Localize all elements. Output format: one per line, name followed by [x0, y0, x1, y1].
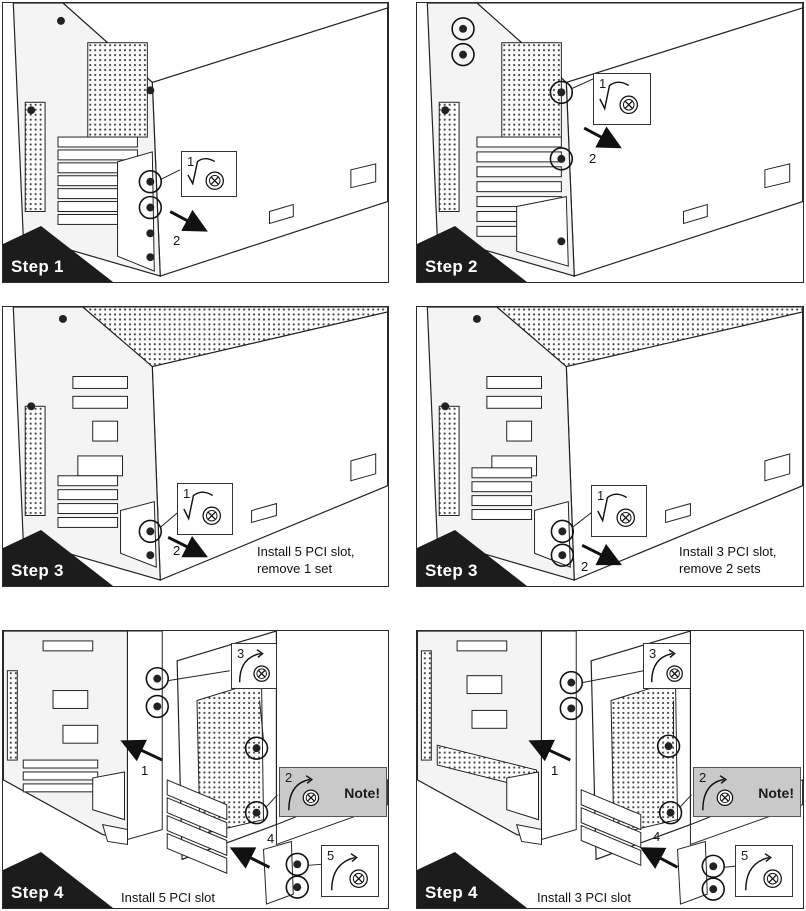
step-label: Step 4 [11, 883, 64, 902]
step-label: Step 4 [425, 883, 478, 902]
panel-step-2: 2 1 Step 2 [416, 2, 804, 283]
arrow-number: 2 [589, 151, 597, 166]
screw-loosen-icon [183, 491, 222, 526]
screw-tighten-icon [650, 649, 683, 683]
case-illustration [12, 307, 388, 581]
note-callout-box: 2 Note! [279, 767, 387, 817]
step-tag: Step 4 [3, 852, 113, 908]
step-label: Step 3 [11, 561, 64, 580]
callout-number: 5 [327, 848, 335, 863]
screw-tighten-icon [745, 853, 782, 891]
step-caption: Install 5 PCI slot, remove 1 set [257, 544, 355, 576]
callout-box: 5 [321, 845, 379, 897]
callout-box: 5 [735, 845, 793, 897]
step-caption: Install 3 PCI slot, remove 2 sets [679, 544, 777, 576]
screw-loosen-icon [599, 81, 639, 115]
screw-tighten-icon [702, 775, 734, 811]
step-caption: Install 5 PCI slot [121, 890, 215, 905]
callout-number: 5 [741, 848, 749, 863]
callout-number: 3 [237, 646, 245, 661]
callout-number: 1 [599, 76, 607, 91]
panel-step-3-five-slot: 2 1 Install 5 PCI slot, remove 1 set Ste… [2, 306, 389, 587]
step-caption: Install 3 PCI slot [537, 890, 631, 905]
callout-number: 3 [649, 646, 657, 661]
screw-tighten-icon [288, 775, 320, 811]
step-tag: Step 4 [417, 852, 527, 908]
callout-number: 1 [597, 488, 605, 503]
screw-tighten-icon [331, 853, 368, 891]
arrow-number: 2 [173, 543, 181, 558]
panel-step-3-three-slot: 2 1 Install 3 PCI slot, remove 2 sets St… [416, 306, 804, 587]
note-callout-box: 2 Note! [693, 767, 801, 817]
case-illustration [3, 631, 388, 905]
screw-tighten-icon [238, 649, 270, 683]
callout-number: 1 [183, 486, 191, 501]
note-label: Note! [758, 785, 794, 801]
step-label: Step 3 [425, 561, 478, 580]
arrow-number: 4 [267, 831, 275, 846]
step-tag: Step 1 [3, 226, 113, 282]
callout-box: 1 [591, 485, 647, 537]
step-label: Step 1 [11, 257, 64, 276]
callout-box: 1 [181, 151, 237, 197]
callout-box: 1 [593, 73, 651, 125]
callout-box: 3 [231, 643, 277, 689]
callout-number: 2 [285, 770, 293, 785]
step-tag: Step 2 [417, 226, 527, 282]
callout-number: 2 [699, 770, 707, 785]
arrow-number: 1 [551, 763, 559, 778]
panel-step-4-three-slot: 1 4 3 2 Note! 5 Install 3 PCI slot Step … [416, 630, 804, 909]
arrow-number: 2 [173, 233, 181, 248]
panel-step-1: 2 1 Step 1 [2, 2, 389, 283]
arrow-number: 2 [581, 559, 589, 574]
step-label: Step 2 [425, 257, 478, 276]
case-illustration [12, 3, 388, 277]
screw-loosen-icon [187, 157, 224, 190]
step-tag: Step 3 [417, 530, 527, 586]
callout-box: 3 [643, 643, 691, 689]
callout-box: 1 [177, 483, 233, 535]
step-tag: Step 3 [3, 530, 113, 586]
screw-loosen-icon [597, 493, 636, 528]
callout-number: 1 [187, 154, 195, 169]
panel-step-4-five-slot: 1 4 3 2 Note! 5 Install 5 PCI slot Step … [2, 630, 389, 909]
arrow-number: 4 [653, 829, 661, 844]
note-label: Note! [344, 785, 380, 801]
arrow-number: 1 [141, 763, 149, 778]
